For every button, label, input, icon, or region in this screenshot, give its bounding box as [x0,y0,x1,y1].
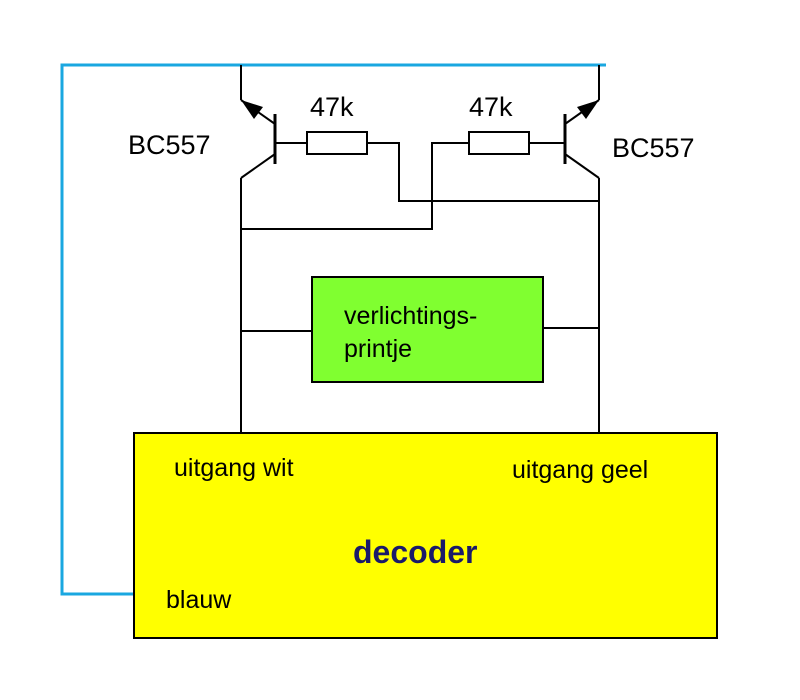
transistor-left-label: BC557 [128,130,211,160]
resistor-right [241,131,565,230]
blue-label: blauw [166,586,232,614]
transistor-right [563,65,600,432]
lighting-board-label-line1: verlichtings- [344,302,477,330]
resistor-right-label: 47k [469,92,513,122]
lighting-board-label-line2: printje [344,335,412,363]
output-yellow-label: uitgang geel [512,456,648,484]
decoder-label: decoder [353,534,477,570]
output-white-label: uitgang wit [174,454,294,482]
resistor-left [275,131,599,202]
decoder-box [133,432,718,639]
lighting-board [311,276,544,383]
blue-wire [60,63,606,596]
transistor-left [240,65,277,432]
resistor-left-label: 47k [310,92,354,122]
transistor-right-label: BC557 [612,133,695,163]
